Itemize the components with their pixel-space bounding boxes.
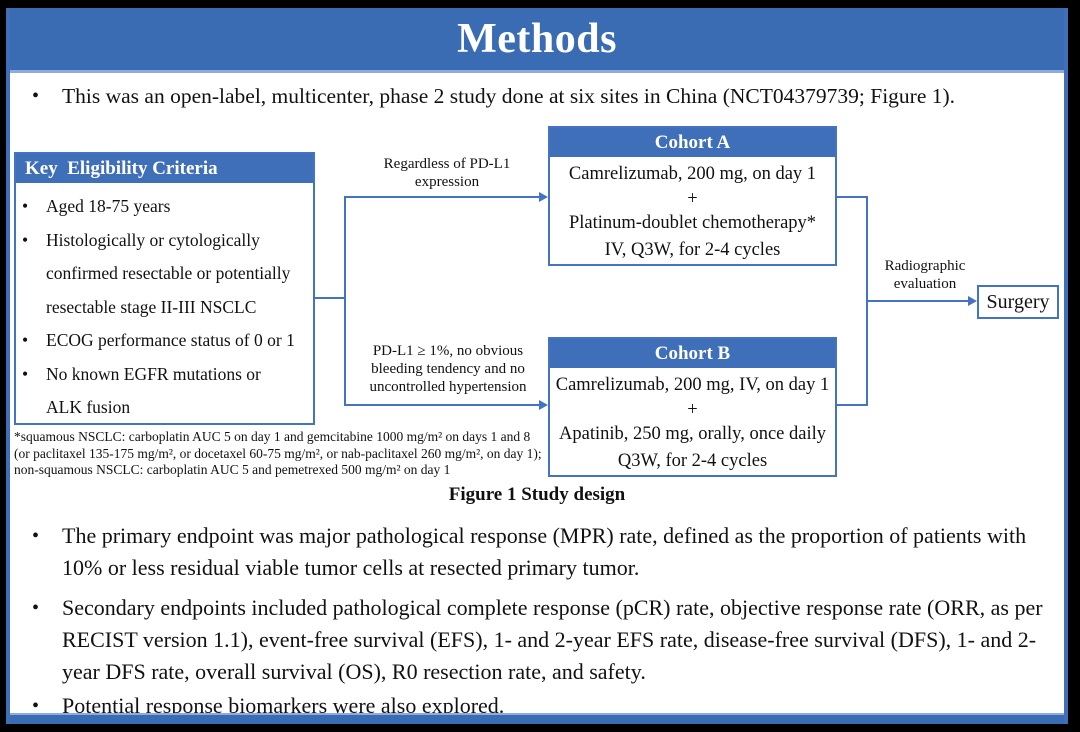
cohort-a-plus: + bbox=[687, 189, 698, 209]
cohort-b-line: Apatinib, 250 mg, orally, once daily bbox=[559, 424, 826, 444]
evaluation-label-line1: Radiographic bbox=[884, 258, 966, 274]
intro-bullet-text: This was an open-label, multicenter, pha… bbox=[62, 84, 956, 108]
cohort-b-plus: + bbox=[687, 400, 698, 420]
bottom-accent-bar bbox=[10, 713, 1064, 724]
eligibility-header: Key Eligibility Criteria bbox=[16, 154, 313, 183]
slide: Methods • This was an open-label, multic… bbox=[6, 8, 1068, 724]
connector-cohort-b-out bbox=[837, 404, 868, 406]
cohort-a-line: IV, Q3W, for 2-4 cycles bbox=[604, 240, 781, 260]
eligibility-item: • Aged 18-75 years bbox=[22, 190, 309, 224]
bullet-marker: • bbox=[22, 363, 29, 384]
bullet-marker: • bbox=[32, 525, 40, 547]
branch-top-label: Regardless of PD-L1 expression bbox=[383, 156, 511, 190]
eligibility-item: • Histologically or cytologically confir… bbox=[22, 224, 309, 325]
eligibility-body: • Aged 18-75 years • Histologically or c… bbox=[16, 183, 313, 425]
connector-to-cohort-b bbox=[346, 404, 540, 406]
cohort-b-header: Cohort B bbox=[550, 339, 835, 368]
endpoint-bullet: • The primary endpoint was major patholo… bbox=[32, 520, 1052, 584]
bullet-marker: • bbox=[32, 597, 40, 619]
eligibility-item-text: Histologically or cytologically confirme… bbox=[46, 229, 291, 317]
figure-footnote: *squamous NSCLC: carboplatin AUC 5 on da… bbox=[14, 429, 542, 477]
surgery-box: Surgery bbox=[977, 285, 1059, 319]
eligibility-item-text: No known EGFR mutations or ALK fusion bbox=[46, 363, 261, 418]
surgery-label: Surgery bbox=[986, 290, 1050, 313]
cohort-b-line: Q3W, for 2-4 cycles bbox=[617, 451, 768, 471]
connector-cohort-a-out bbox=[837, 196, 868, 198]
bullet-marker: • bbox=[32, 85, 40, 107]
endpoint-bullet: • Secondary endpoints included pathologi… bbox=[32, 592, 1052, 688]
eligibility-box: Key Eligibility Criteria • Aged 18-75 ye… bbox=[14, 152, 315, 425]
cohort-a-box: Cohort A Camrelizumab, 200 mg, on day 1 … bbox=[548, 126, 837, 266]
eligibility-item: • ECOG performance status of 0 or 1 bbox=[22, 324, 309, 358]
bullet-marker: • bbox=[32, 695, 40, 717]
cohort-b-line: Camrelizumab, 200 mg, IV, on day 1 bbox=[555, 375, 830, 395]
connector-right-vertical bbox=[866, 196, 868, 406]
cohort-a-header: Cohort A bbox=[550, 128, 835, 157]
figure-caption: Figure 1 Study design bbox=[448, 484, 626, 505]
title-bar: Methods bbox=[10, 8, 1064, 73]
arrowhead-cohort-b bbox=[539, 400, 548, 410]
bullet-marker: • bbox=[22, 229, 29, 250]
evaluation-label-line2: evaluation bbox=[893, 276, 957, 292]
arrowhead-cohort-a bbox=[539, 192, 548, 202]
endpoint-bullet-text: The primary endpoint was major pathologi… bbox=[62, 523, 1027, 580]
eligibility-item-text: ECOG performance status of 0 or 1 bbox=[46, 330, 295, 350]
arrowhead-surgery bbox=[968, 296, 977, 306]
connector-eligibility-stub bbox=[315, 297, 346, 299]
bullet-marker: • bbox=[22, 330, 29, 350]
branch-bottom-label: PD-L1 ≥ 1%, no obvious bleeding tendency… bbox=[369, 343, 527, 395]
bullet-marker: • bbox=[22, 196, 29, 216]
intro-bullet: • This was an open-label, multicenter, p… bbox=[32, 80, 1056, 112]
connector-to-cohort-a bbox=[346, 196, 540, 198]
eligibility-item-text: Aged 18-75 years bbox=[46, 196, 171, 216]
cohort-a-line: Camrelizumab, 200 mg, on day 1 bbox=[568, 164, 817, 184]
page-title: Methods bbox=[457, 16, 617, 62]
evaluation-label: Radiographic evaluation bbox=[873, 257, 977, 293]
endpoint-bullet-text: Secondary endpoints included pathologica… bbox=[62, 595, 1043, 684]
cohort-b-box: Cohort B Camrelizumab, 200 mg, IV, on da… bbox=[548, 337, 837, 477]
cohort-a-line: Platinum-doublet chemotherapy* bbox=[568, 213, 817, 233]
connector-to-surgery bbox=[868, 300, 969, 302]
connector-left-vertical bbox=[344, 196, 346, 406]
eligibility-item: • No known EGFR mutations or ALK fusion bbox=[22, 358, 309, 425]
